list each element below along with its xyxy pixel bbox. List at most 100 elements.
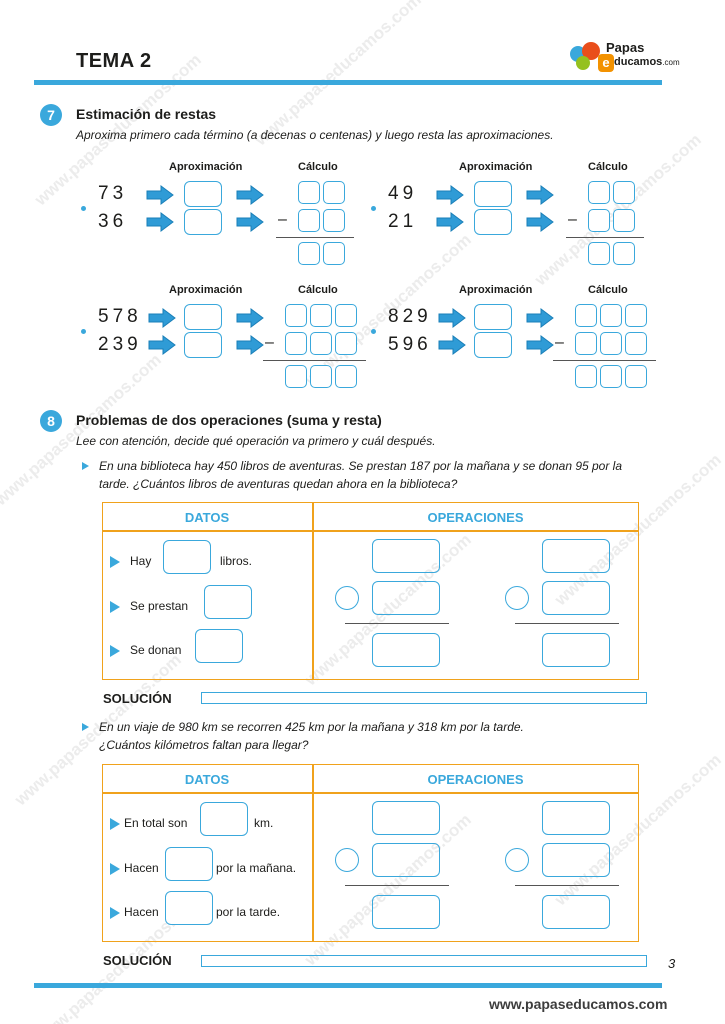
data-input-box[interactable]	[200, 802, 248, 836]
digit-cell[interactable]	[600, 304, 622, 327]
digit-cell[interactable]	[335, 365, 357, 388]
data-input-box[interactable]	[165, 891, 213, 925]
operation-box[interactable]	[542, 801, 610, 835]
digit-cell[interactable]	[285, 304, 307, 327]
operation-sign-circle[interactable]	[335, 848, 359, 872]
operation-box[interactable]	[542, 581, 610, 615]
exercise-8-title: Problemas de dos operaciones (suma y res…	[76, 412, 382, 428]
approximation-box[interactable]	[474, 304, 512, 330]
data-label: En total son	[124, 816, 188, 830]
table-divider	[312, 764, 314, 942]
digit-cell[interactable]	[323, 181, 345, 204]
digit-cell[interactable]	[285, 365, 307, 388]
operaciones-header: OPERACIONES	[427, 772, 524, 787]
digit-cell[interactable]	[625, 304, 647, 327]
operation-sign-circle[interactable]	[505, 848, 529, 872]
operation-box[interactable]	[372, 539, 440, 573]
header-rule	[34, 80, 662, 85]
digit-cell[interactable]	[588, 242, 610, 265]
data-input-box[interactable]	[163, 540, 211, 574]
digit-cell[interactable]	[323, 209, 345, 232]
operation-box[interactable]	[372, 581, 440, 615]
approximation-box[interactable]	[474, 332, 512, 358]
digit-cell[interactable]	[613, 181, 635, 204]
digit-cell[interactable]	[613, 209, 635, 232]
digit-cell[interactable]	[335, 332, 357, 355]
operation-box[interactable]	[372, 801, 440, 835]
approximation-box[interactable]	[474, 181, 512, 207]
arrow-right-icon	[148, 308, 176, 328]
digit-cell[interactable]	[575, 365, 597, 388]
digit-cell[interactable]	[613, 242, 635, 265]
datos-header: DATOS	[184, 510, 230, 525]
minuend: 73	[98, 183, 128, 204]
digit-cell[interactable]	[298, 209, 320, 232]
logo-ball-icon	[576, 56, 590, 70]
digit-cell[interactable]	[335, 304, 357, 327]
data-label: Hacen	[124, 861, 159, 875]
operaciones-header: OPERACIONES	[427, 510, 524, 525]
digit-cell[interactable]	[625, 365, 647, 388]
page-title: TEMA 2	[76, 50, 152, 72]
data-suffix: por la tarde.	[216, 905, 281, 919]
digit-cell[interactable]	[298, 181, 320, 204]
arrow-right-icon	[526, 308, 554, 328]
datos-header: DATOS	[184, 772, 230, 787]
subtrahend: 36	[98, 211, 128, 232]
operation-result-box[interactable]	[542, 633, 610, 667]
table-divider	[312, 502, 314, 680]
digit-cell[interactable]	[588, 209, 610, 232]
data-input-box[interactable]	[165, 847, 213, 881]
arrow-right-icon	[436, 185, 464, 205]
operation-line	[345, 885, 449, 886]
digit-cell[interactable]	[625, 332, 647, 355]
operation-box[interactable]	[542, 843, 610, 877]
approximation-header: Aproximación	[459, 284, 533, 296]
exercise-7-badge: 7	[40, 104, 62, 126]
operation-result-box[interactable]	[372, 895, 440, 929]
digit-cell[interactable]	[323, 242, 345, 265]
problem-1-solution-field[interactable]	[201, 692, 647, 704]
data-input-box[interactable]	[204, 585, 252, 619]
operation-line	[345, 623, 449, 624]
digit-cell[interactable]	[575, 332, 597, 355]
operation-result-box[interactable]	[542, 895, 610, 929]
digit-cell[interactable]	[575, 304, 597, 327]
table-header-rule	[102, 792, 639, 794]
digit-cell[interactable]	[600, 365, 622, 388]
digit-cell[interactable]	[600, 332, 622, 355]
approximation-box[interactable]	[184, 181, 222, 207]
approximation-box[interactable]	[184, 332, 222, 358]
operation-sign-circle[interactable]	[505, 586, 529, 610]
digit-cell[interactable]	[285, 332, 307, 355]
arrow-right-icon	[438, 335, 466, 355]
problem-bullet-icon	[82, 462, 89, 470]
digit-cell[interactable]	[310, 332, 332, 355]
logo-text-com: .com	[662, 58, 680, 67]
data-label: Hay	[130, 554, 152, 568]
data-suffix: por la mañana.	[216, 861, 297, 875]
problem-2-solution-field[interactable]	[201, 955, 647, 967]
problem-bullet-icon	[82, 723, 89, 731]
operation-result-box[interactable]	[372, 633, 440, 667]
item-bullet-icon	[81, 329, 86, 334]
data-input-box[interactable]	[195, 629, 243, 663]
logo-text-educamos: ducamos.com	[614, 56, 680, 68]
calculation-header: Cálculo	[588, 161, 628, 173]
minuend: 49	[388, 183, 418, 204]
approximation-box[interactable]	[474, 209, 512, 235]
operation-box[interactable]	[542, 539, 610, 573]
digit-cell[interactable]	[588, 181, 610, 204]
digit-cell[interactable]	[310, 304, 332, 327]
approximation-box[interactable]	[184, 209, 222, 235]
calculation-header: Cálculo	[298, 284, 338, 296]
digit-cell[interactable]	[298, 242, 320, 265]
approximation-header: Aproximación	[459, 161, 533, 173]
operation-sign-circle[interactable]	[335, 586, 359, 610]
operation-box[interactable]	[372, 843, 440, 877]
calculation-header: Cálculo	[588, 284, 628, 296]
calculation-header: Cálculo	[298, 161, 338, 173]
problem-2-solution-label: SOLUCIÓN	[103, 953, 172, 968]
approximation-box[interactable]	[184, 304, 222, 330]
digit-cell[interactable]	[310, 365, 332, 388]
